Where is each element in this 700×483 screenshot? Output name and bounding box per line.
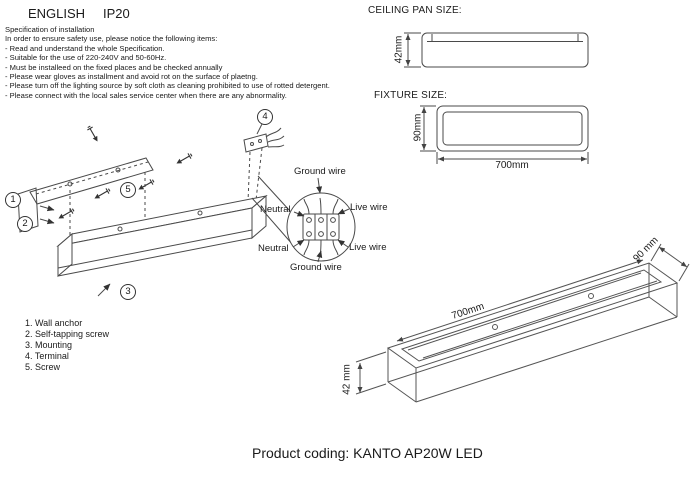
callout-1: 1 [5,192,21,208]
spec-section: Specification of installation In order t… [5,25,330,100]
spec-intro: In order to ensure safety use, please no… [5,34,218,44]
ceiling-pan-drawing [404,32,589,68]
fixture-height-dim: 90mm [412,113,424,142]
live-wire-bottom-label: Live wire [349,242,387,253]
product-coding-label: Product coding: KANTO AP20W LED [252,445,483,461]
ip-rating-label: IP20 [103,6,130,21]
ground-wire-bottom-label: Ground wire [290,262,342,273]
neutral-bottom-label: Neutral [258,243,289,254]
spec-item: - Please connect with the local sales se… [5,90,287,100]
callout-3: 3 [120,284,136,300]
fixture-size-drawing [420,105,589,164]
spec-title: Specification of installation [5,25,95,34]
language-label: ENGLISH [28,6,86,21]
parts-legend: 1. Wall anchor 2. Self-tapping screw 3. … [25,318,109,373]
fixture-length-dim: 700mm [495,160,529,171]
spec-item: - Suitable for the use of 220-240V and 5… [5,53,167,63]
spec-item: - Must be installeed on the fixed places… [5,62,223,72]
legend-item-wall-anchor: 1. Wall anchor [25,318,83,328]
legend-item-terminal: 4. Terminal [25,351,69,361]
spec-item: - Please wear gloves as installment and … [5,72,258,82]
legend-item-mounting: 3. Mounting [25,340,73,350]
legend-item-self-tapping-screw: 2. Self-tapping screw [25,329,110,339]
callout-4: 4 [257,109,273,125]
legend-item-screw: 5. Screw [25,362,61,372]
perspective-height-dim: 42 mm [341,364,353,395]
ground-wire-top-label: Ground wire [294,166,346,177]
spec-item: - Read and understand the whole Specific… [5,43,165,53]
wiring-detail-diagram [251,175,356,263]
neutral-top-label: Neutral [260,204,291,215]
ceiling-pan-height-dim: 42mm [393,35,405,64]
callout-2: 2 [17,216,33,232]
fixture-size-title: FIXTURE SIZE: [374,90,448,101]
spec-item: - Please turn off the lighting source by… [5,81,330,91]
terminal-detail-sketch [243,123,285,153]
exploded-installation-diagram [17,124,268,297]
live-wire-top-label: Live wire [350,202,388,213]
callout-5: 5 [120,182,136,198]
perspective-fixture-drawing [355,243,690,403]
ceiling-pan-size-title: CEILING PAN SIZE: [368,5,462,16]
